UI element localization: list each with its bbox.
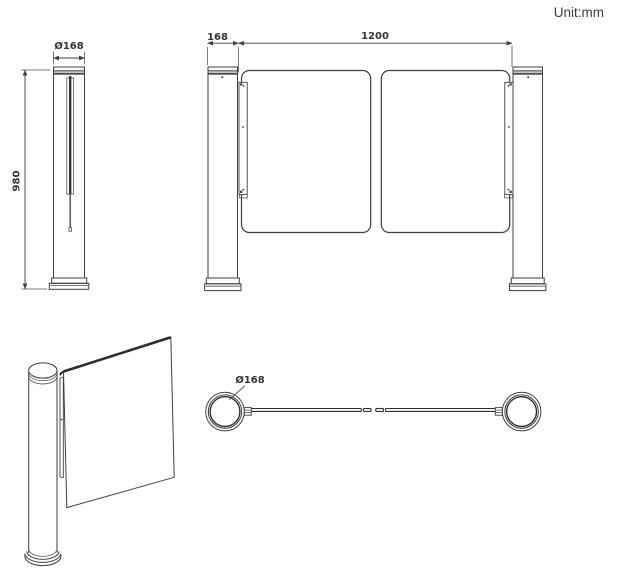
front-right-bracket-screw-top [507,85,510,87]
front-left-post [207,66,238,279]
front-left-bracket-screw-bottom [242,188,245,191]
front-left-bracket-bottom-clip [240,190,243,193]
front-left-bracket-foot [238,194,248,199]
side-base-plinth [51,277,88,284]
side-panel-edge-tip [68,227,72,232]
unit-label: Unit:mm [554,5,604,20]
top-left-hinge-tab [243,407,252,416]
front-postwidth-dim: 168 [207,32,228,43]
front-right-bracket-bottom-clip [509,190,512,193]
top-left-post-inner [209,396,241,428]
front-right-cap-screw [527,76,530,79]
side-height-dim: 980 [12,171,23,192]
top-left-post-outer [205,391,245,432]
top-left-panel-arm [251,407,372,412]
side-diameter-dim: Ø168 [54,40,83,52]
front-left-glass-panel [240,69,372,234]
persp-base-ring2 [26,551,60,560]
front-left-bracket-top-clip [240,83,243,86]
front-right-bracket-top-clip [509,83,512,86]
persp-glass-panel [62,336,175,509]
front-left-bracket-screw-mid [242,126,244,128]
front-left-bracket-screw-top [242,85,245,87]
front-left-base-flange [204,283,242,292]
front-view: 168 1200 [204,31,547,292]
front-right-cap-line [513,70,543,72]
persp-bracket-bottom [59,476,64,479]
perspective-view [24,336,175,567]
front-right-post [512,66,543,279]
top-view: Ø168 [205,374,542,432]
persp-bracket-top [59,376,64,379]
front-left-cap-line [208,70,238,72]
front-right-cap-band [513,72,543,75]
side-post-cap-line [53,70,85,72]
front-right-base-plinth [510,277,545,285]
front-left-cap-band [208,72,238,75]
side-view: Ø168 980 [12,40,90,290]
top-diameter-dim: Ø168 [235,374,264,386]
top-right-post-inner [505,396,538,428]
side-base-flange [48,282,90,290]
front-right-glass-panel [380,69,511,234]
persp-post-cap-rim2 [28,376,58,385]
front-left-bracket [238,81,248,195]
persp-post-cap-rim1 [28,373,58,382]
persp-panel-top-edge [63,336,172,373]
front-right-bracket [504,81,514,195]
front-left-cap-screw [221,76,224,79]
persp-post-cap-top [28,362,58,379]
top-right-panel-arm [375,407,496,412]
top-right-post-mid [504,394,539,429]
top-right-hinge-tab [494,407,503,416]
front-passage-dim: 1200 [361,31,389,42]
persp-base-ring3 [24,553,62,563]
front-right-base-flange [509,283,547,292]
front-left-base-plinth [205,277,240,285]
front-right-bracket-screw-bottom [507,188,510,191]
persp-bracket-screw [60,418,63,421]
persp-base-ring1 [28,549,58,557]
top-dia-leader-line [229,385,246,400]
top-left-post-mid [207,394,243,429]
side-post-cap-band [53,72,85,75]
persp-panel-corner [59,370,64,376]
front-right-bracket-foot [504,194,514,199]
top-right-post-outer [501,391,542,432]
front-right-bracket-screw-mid [508,126,510,128]
persp-base-bottom [24,556,62,567]
